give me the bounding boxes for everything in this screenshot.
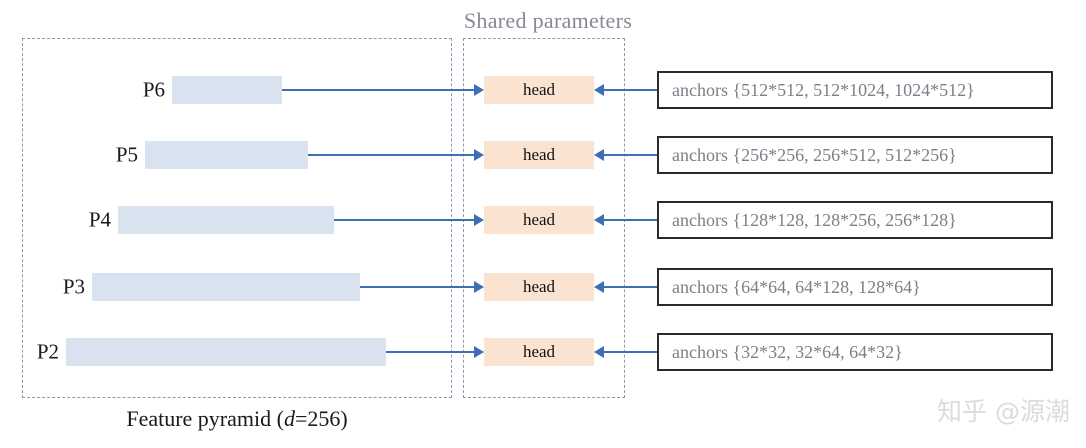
watermark: 知乎 @源潮 xyxy=(937,397,1070,426)
arrow-right-icon xyxy=(474,346,484,358)
arrow-right-icon xyxy=(474,214,484,226)
pyramid-level-p5: P5 xyxy=(116,141,308,169)
feature-map-bar xyxy=(118,206,334,234)
head-box[interactable]: head xyxy=(484,141,594,169)
head-box[interactable]: head xyxy=(484,338,594,366)
arrow-left-icon xyxy=(594,84,604,96)
anchors-box: anchors {512*512, 512*1024, 1024*512} xyxy=(657,71,1053,109)
arrow-left-icon xyxy=(594,346,604,358)
pyramid-level-p3: P3 xyxy=(63,273,360,301)
connector-bar-to-head xyxy=(308,154,474,156)
anchors-box: anchors {64*64, 64*128, 128*64} xyxy=(657,268,1053,306)
connector-anchors-to-head xyxy=(604,154,657,156)
connector-bar-to-head xyxy=(282,89,474,91)
connector-anchors-to-head xyxy=(604,351,657,353)
feature-map-bar xyxy=(66,338,386,366)
caption-suffix: =256) xyxy=(294,406,348,431)
arrow-right-icon xyxy=(474,84,484,96)
arrow-right-icon xyxy=(474,281,484,293)
connector-anchors-to-head xyxy=(604,219,657,221)
caption-italic-d: d xyxy=(283,406,295,431)
connector-bar-to-head xyxy=(360,286,474,288)
feature-map-bar xyxy=(92,273,360,301)
connector-bar-to-head xyxy=(386,351,474,353)
feature-map-bar xyxy=(172,76,282,104)
anchors-box: anchors {128*128, 128*256, 256*128} xyxy=(657,201,1053,239)
head-box[interactable]: head xyxy=(484,76,594,104)
shared-parameters-container xyxy=(463,38,625,398)
connector-anchors-to-head xyxy=(604,89,657,91)
caption-prefix: Feature pyramid ( xyxy=(126,406,284,431)
arrow-left-icon xyxy=(594,149,604,161)
pyramid-level-label: P5 xyxy=(115,142,138,167)
pyramid-level-p6: P6 xyxy=(143,76,282,104)
pyramid-level-label: P3 xyxy=(62,274,85,299)
anchors-box: anchors {256*256, 256*512, 512*256} xyxy=(657,136,1053,174)
arrow-right-icon xyxy=(474,149,484,161)
pyramid-level-label: P4 xyxy=(88,207,111,232)
pyramid-level-p2: P2 xyxy=(37,338,386,366)
shared-parameters-title: Shared parameters xyxy=(463,8,633,33)
pyramid-level-p4: P4 xyxy=(89,206,334,234)
feature-pyramid-container xyxy=(22,38,452,398)
anchors-box: anchors {32*32, 32*64, 64*32} xyxy=(657,333,1053,371)
connector-bar-to-head xyxy=(334,219,474,221)
pyramid-level-label: P2 xyxy=(36,339,59,364)
pyramid-level-label: P6 xyxy=(142,77,165,102)
arrow-left-icon xyxy=(594,281,604,293)
arrow-left-icon xyxy=(594,214,604,226)
head-box[interactable]: head xyxy=(484,206,594,234)
feature-map-bar xyxy=(145,141,308,169)
head-box[interactable]: head xyxy=(484,273,594,301)
figure-caption: Feature pyramid (d=256) xyxy=(22,406,452,432)
connector-anchors-to-head xyxy=(604,286,657,288)
